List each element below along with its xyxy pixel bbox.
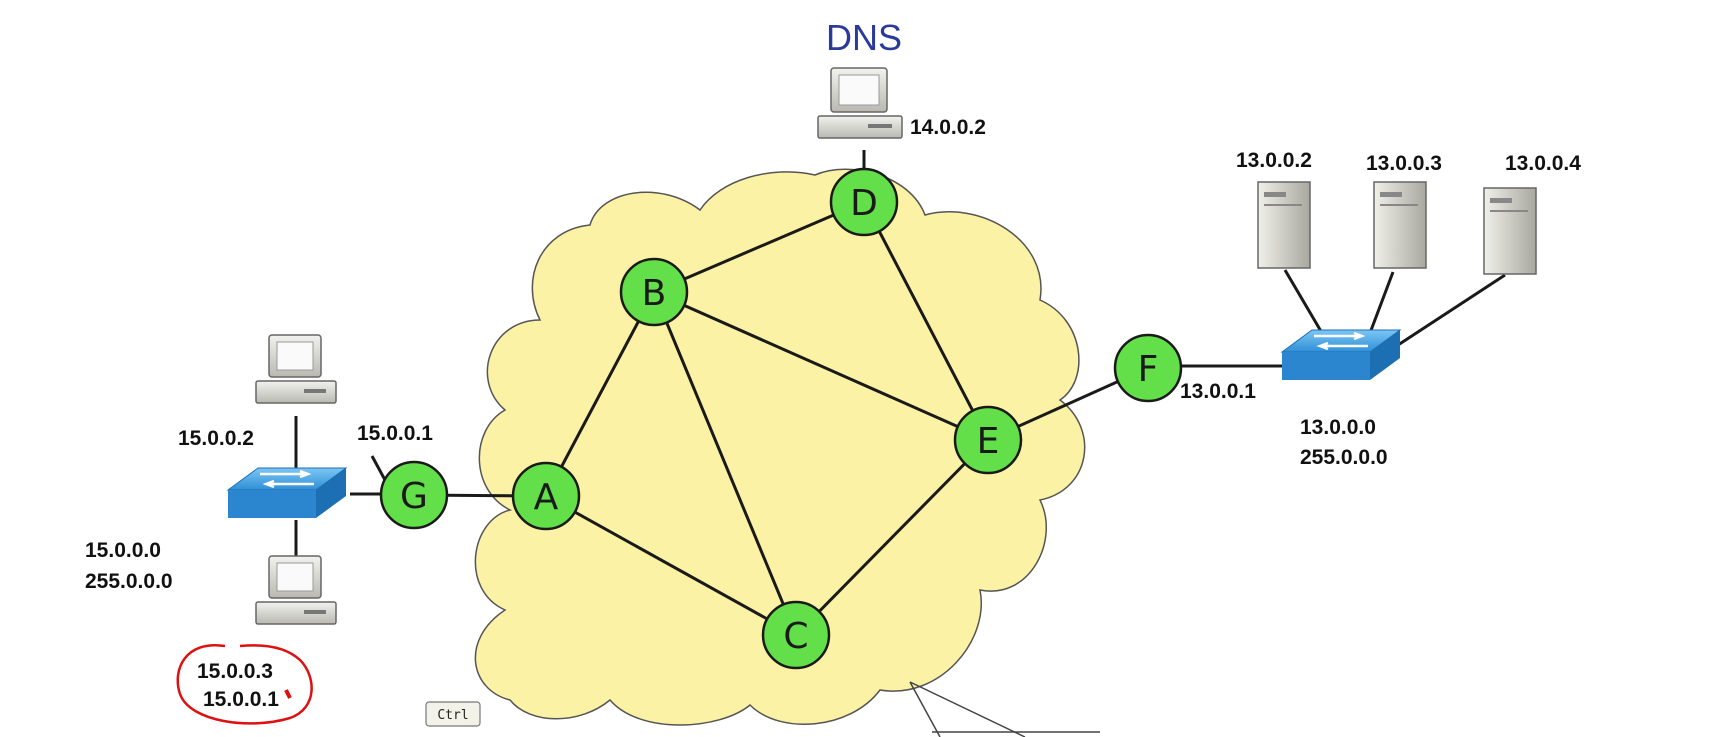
router-e-label: E — [977, 421, 1000, 462]
left-network-mask: 255.0.0.0 — [85, 570, 173, 593]
red-annotation-circle — [176, 643, 313, 725]
switch-left[interactable] — [226, 467, 348, 518]
host-bottom-gateway: 15.0.0.1 — [203, 688, 279, 711]
gateway-pointer-left — [370, 455, 387, 481]
ctrl-key-overlay: Ctrl — [425, 701, 481, 727]
router-g-label: G — [400, 476, 428, 517]
router-c[interactable]: C — [761, 600, 831, 670]
link-a-b — [544, 291, 656, 497]
router-d-circle — [829, 167, 899, 237]
router-e[interactable]: E — [953, 405, 1023, 475]
host-top-ip: 15.0.0.2 — [178, 427, 254, 450]
right-network-mask: 255.0.0.0 — [1300, 446, 1388, 469]
router-f-circle — [1113, 333, 1183, 403]
dns-title: DNS — [826, 17, 902, 58]
router-f[interactable]: F — [1113, 333, 1183, 403]
link-b-e — [653, 290, 989, 442]
pc-dns-server[interactable] — [817, 67, 903, 139]
link-switch-server-1 — [1283, 269, 1324, 334]
bottom-callout-lines — [909, 681, 1100, 737]
link-switch-server-2 — [1368, 271, 1395, 334]
ctrl-key-label: Ctrl — [437, 708, 468, 723]
link-switch-server-3 — [1397, 273, 1506, 347]
left-gateway-ip: 15.0.0.1 — [357, 422, 433, 445]
server-2[interactable] — [1373, 181, 1427, 269]
server-1-ip: 13.0.0.2 — [1236, 149, 1312, 172]
left-network-address: 15.0.0.0 — [85, 539, 161, 562]
dns-host-ip: 14.0.0.2 — [910, 116, 986, 139]
link-a-c — [545, 494, 797, 637]
server-1[interactable] — [1257, 181, 1311, 269]
right-gateway-ip: 13.0.0.1 — [1180, 380, 1256, 403]
router-g-circle — [379, 460, 449, 530]
router-a[interactable]: A — [511, 461, 581, 531]
router-b-label: B — [642, 273, 667, 314]
router-b[interactable]: B — [619, 257, 689, 327]
router-e-circle — [953, 405, 1023, 475]
server-2-ip: 13.0.0.3 — [1366, 152, 1442, 175]
routers: A B C D E F G — [379, 167, 1183, 670]
router-links — [413, 200, 1149, 637]
switch-right[interactable] — [1280, 329, 1402, 380]
link-c-e — [794, 438, 990, 637]
access-links — [294, 150, 1506, 556]
server-3[interactable] — [1483, 187, 1537, 275]
link-d-e — [862, 201, 990, 441]
host-bottom-ip: 15.0.0.3 — [197, 660, 273, 683]
server-3-ip: 13.0.0.4 — [1505, 152, 1581, 175]
pc-host-top[interactable] — [255, 334, 337, 404]
pc-host-bottom[interactable] — [255, 555, 337, 625]
link-b-d — [653, 200, 865, 294]
router-d[interactable]: D — [829, 167, 899, 237]
router-b-circle — [619, 257, 689, 327]
right-network-address: 13.0.0.0 — [1300, 416, 1376, 439]
router-d-label: D — [850, 183, 878, 224]
router-c-label: C — [783, 616, 808, 657]
router-a-label: A — [534, 477, 559, 518]
router-c-circle — [761, 600, 831, 670]
link-b-c — [652, 291, 798, 636]
router-a-circle — [511, 461, 581, 531]
router-g[interactable]: G — [379, 460, 449, 530]
router-f-label: F — [1138, 349, 1159, 390]
